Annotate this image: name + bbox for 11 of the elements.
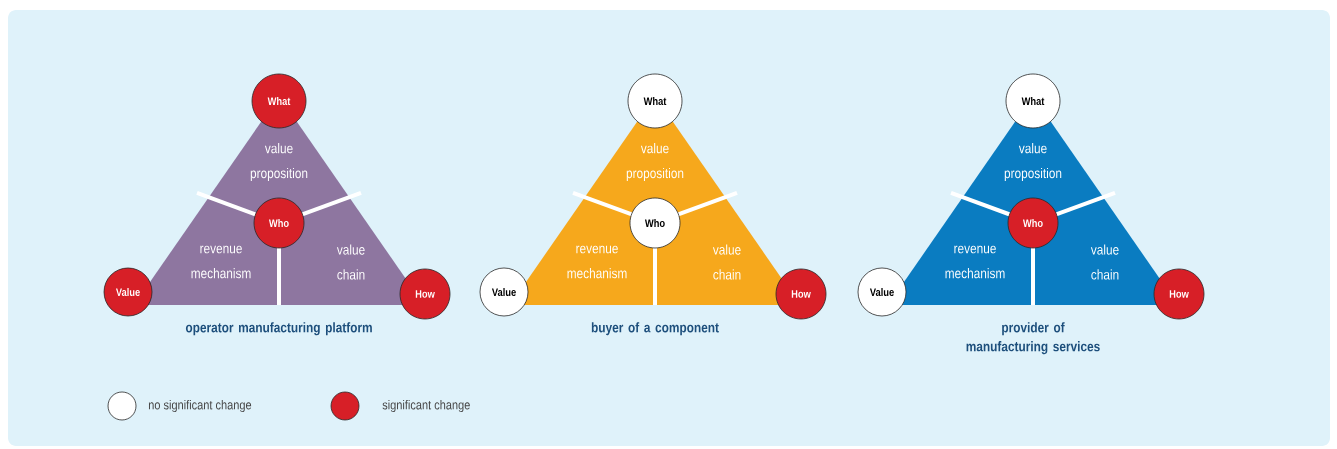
- legend-label: no significant change: [148, 399, 252, 413]
- section-label: revenue mechanism: [191, 245, 251, 279]
- section-label: value proposition: [250, 143, 308, 181]
- legend-label: significant change: [382, 399, 470, 413]
- section-label: value chain: [712, 244, 741, 280]
- section-label: revenue mechanism: [567, 245, 627, 279]
- section-label: value chain: [1090, 244, 1119, 280]
- section-label: value proposition: [1004, 143, 1062, 181]
- section-label: value proposition: [626, 143, 684, 181]
- section-label: revenue mechanism: [945, 245, 1005, 279]
- section-label: value chain: [336, 244, 365, 280]
